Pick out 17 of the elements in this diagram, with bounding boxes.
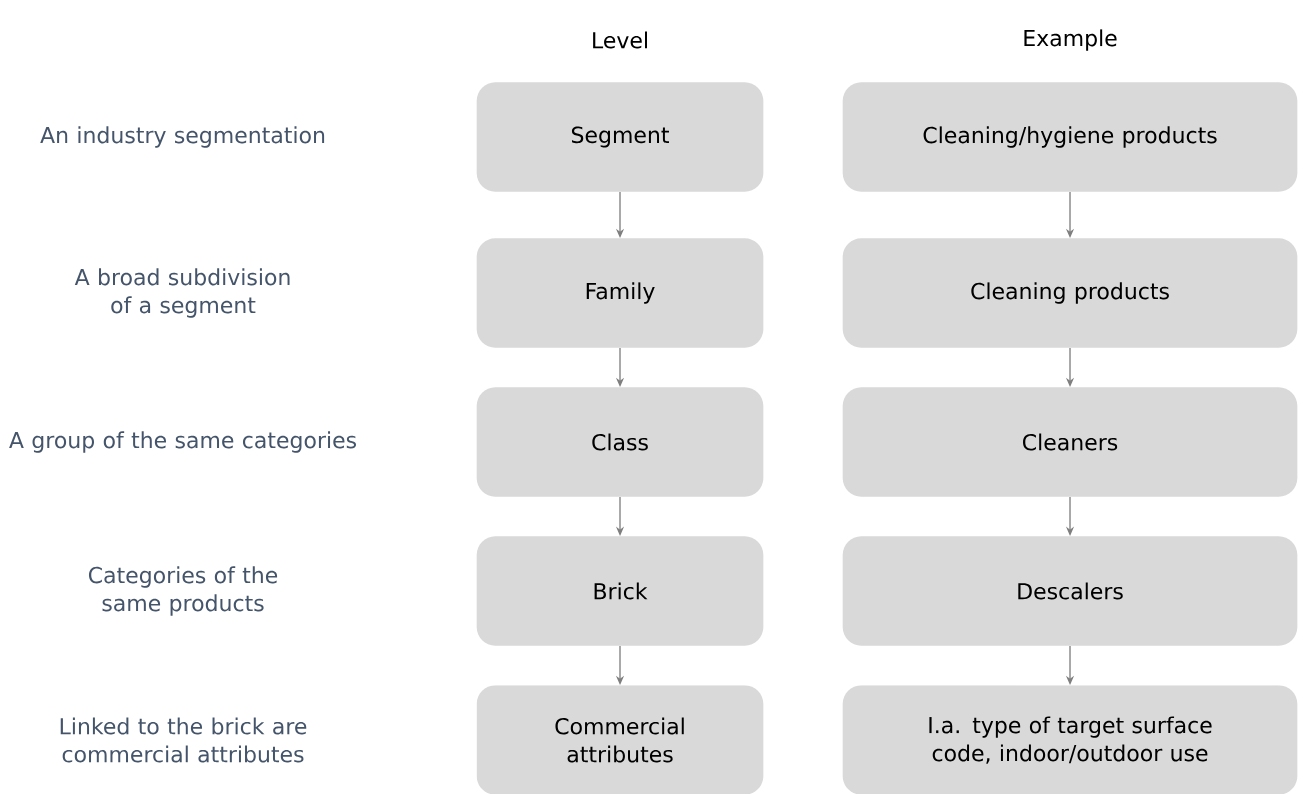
process-box: Brick <box>476 536 764 646</box>
process-box: Family <box>476 238 764 348</box>
column-heading: Level <box>593 31 647 49</box>
level-description: An industry segmentation <box>40 126 325 148</box>
level-description: A group of the same categories <box>9 431 356 453</box>
level-description: A broad subdivision of a segment <box>74 268 290 318</box>
level-description: Linked to the brick are commercial attributes <box>60 717 307 763</box>
process-box: Commercial attributes <box>476 685 764 794</box>
process-box: Segment <box>476 82 764 192</box>
column-heading: Example <box>1024 29 1117 51</box>
process-box: Cleaning products <box>842 238 1298 348</box>
process-box: I.a. type of target surface code, indoor/outdoor use <box>842 685 1298 794</box>
process-box: Class <box>476 387 764 497</box>
process-box: Cleaners <box>842 387 1298 497</box>
process-box: Descalers <box>842 536 1298 646</box>
process-box: Cleaning/hygiene products <box>842 82 1298 192</box>
level-description: Categories of the same products <box>88 566 278 616</box>
